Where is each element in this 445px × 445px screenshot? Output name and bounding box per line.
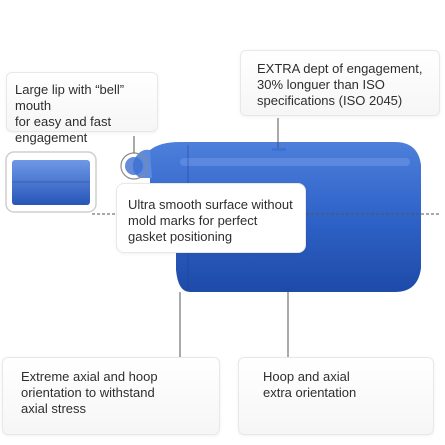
callout-line: EXTRA dept of engagement, bbox=[257, 61, 423, 76]
callout-bell-lip: Large lip with “bell” mouth for easy and… bbox=[6, 72, 158, 145]
callout-line: gasket positioning bbox=[128, 229, 233, 244]
callout-hoop-axial: Hoop and axial extra orientation bbox=[238, 357, 434, 435]
callout-axial-hoop: Extreme axial and hoop orientation to wi… bbox=[2, 357, 220, 435]
callout-line: Ultra smooth surface without bbox=[128, 197, 293, 212]
callout-engagement-depth: EXTRA dept of engagement, 30% longuer th… bbox=[240, 50, 440, 116]
callout-line: engagement bbox=[15, 130, 88, 145]
callout-line: Hoop and axial bbox=[263, 369, 350, 384]
callout-line: extra orientation bbox=[263, 385, 357, 400]
callout-line: orientation to withstand bbox=[21, 385, 155, 400]
callout-line: specifications (ISO 2045) bbox=[257, 93, 403, 108]
callout-line: axial stress bbox=[21, 401, 87, 416]
callout-line: Large lip with “bell” mouth bbox=[15, 82, 125, 113]
pipe-highlight bbox=[180, 158, 410, 166]
callout-line: Extreme axial and hoop bbox=[21, 369, 158, 384]
callout-line: for easy and fast bbox=[15, 114, 112, 129]
callout-line: mold marks for perfect bbox=[128, 213, 258, 228]
callout-smooth-surface: Ultra smooth surface without mold marks … bbox=[116, 183, 306, 253]
callout-line: 30% longuer than ISO bbox=[257, 77, 385, 92]
